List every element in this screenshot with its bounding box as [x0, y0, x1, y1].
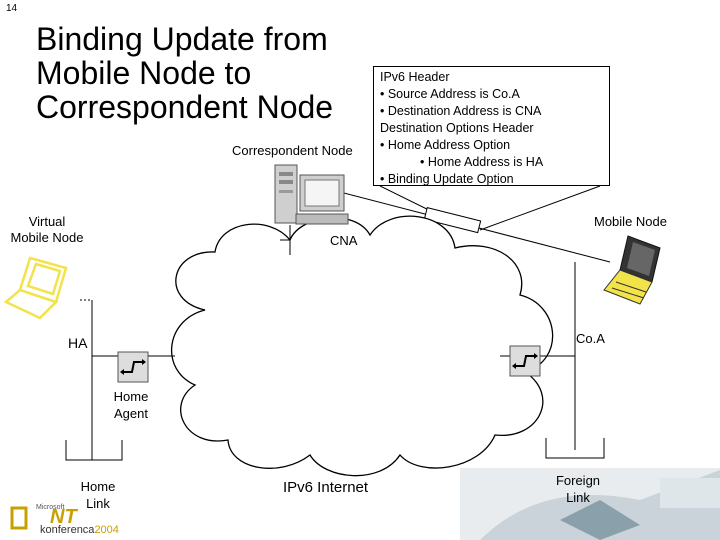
- logo-small-text: Microsoft: [36, 504, 65, 511]
- mobile-node-laptop-icon: [603, 235, 661, 305]
- callout-line-4: Destination Options Header: [380, 121, 534, 135]
- home-link-label: Home Link: [80, 479, 116, 511]
- home-agent-label: Home Agent: [113, 389, 149, 421]
- ipv6-internet-label: IPv6 Internet: [283, 479, 369, 496]
- callout-line-6: • Home Address is HA: [420, 155, 544, 169]
- decorative-photo: [460, 468, 720, 540]
- cna-label: CNA: [330, 233, 358, 248]
- title-line-3: Correspondent Node: [36, 89, 334, 125]
- logo-name-text: konferenca2004: [40, 524, 119, 536]
- callout-line-3: • Destination Address is CNA: [380, 104, 542, 118]
- foreign-router-icon: [509, 345, 541, 377]
- correspondent-node-computer-icon: [274, 164, 349, 225]
- nt-konferenca-logo: [10, 506, 28, 530]
- callout-line-5: • Home Address Option: [380, 138, 511, 152]
- slide-number: 14: [6, 3, 18, 14]
- correspondent-node-label: Correspondent Node: [232, 143, 353, 158]
- home-link-bracket: [65, 440, 123, 461]
- callout-line-7: • Binding Update Option: [380, 172, 514, 186]
- logo-year: 2004: [94, 524, 119, 536]
- ha-label: HA: [68, 335, 88, 351]
- home-agent-router-icon: [117, 351, 149, 383]
- virtual-mobile-node-label: Virtual Mobile Node: [10, 214, 84, 245]
- packet-icon: [423, 207, 482, 234]
- logo-name: konferenca: [40, 524, 95, 536]
- coa-label: Co.A: [576, 331, 605, 346]
- slide-title: Binding Update from Mobile Node to Corre…: [36, 22, 376, 124]
- title-line-2: Mobile Node to: [36, 55, 252, 91]
- logo-brand-text: NT: [50, 506, 77, 528]
- mobile-node-label: Mobile Node: [594, 214, 667, 229]
- foreign-link-label: Foreign Link: [555, 473, 601, 505]
- binding-update-callout: IPv6 Header • Source Address is Co.A • D…: [373, 66, 610, 186]
- title-line-1: Binding Update from: [36, 21, 328, 57]
- callout-line-1: IPv6 Header: [380, 70, 450, 84]
- callout-line-2: • Source Address is Co.A: [380, 87, 520, 101]
- virtual-mobile-node-laptop-icon: [3, 256, 68, 320]
- callout-pointer-right: [479, 185, 601, 231]
- internet-cloud-icon: [171, 215, 554, 477]
- foreign-link-bracket: [545, 438, 605, 459]
